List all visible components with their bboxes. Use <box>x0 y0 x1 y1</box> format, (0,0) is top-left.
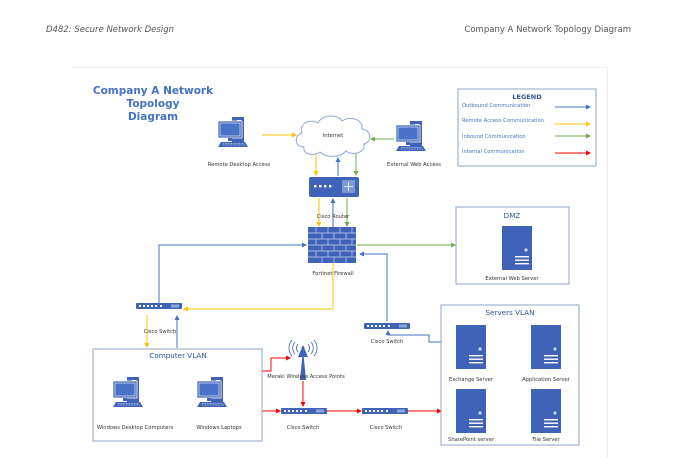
legend-item-outbound: Outbound Communication <box>462 103 530 109</box>
application-server-label: Application Server <box>522 377 571 383</box>
cisco-switch-internal-1-label: Cisco Switch <box>287 425 320 431</box>
internet-node[interactable]: Internet <box>295 115 371 157</box>
switch-icon <box>281 408 327 414</box>
firewall-label: Fortinet Firewall <box>312 271 353 277</box>
cisco-switch-main-label: Cisco Switch <box>144 329 177 335</box>
header-course-title: D482: Secure Network Design <box>46 25 174 35</box>
remote-desktop-label: Remote Desktop Access <box>208 162 271 168</box>
link-server-switch-firewall <box>359 251 388 321</box>
server-icon <box>456 325 486 369</box>
server-icon <box>531 389 561 433</box>
exchange-server-label: Exchange Server <box>449 377 494 383</box>
dmz-zone[interactable]: DMZ External Web Server <box>455 206 570 285</box>
file-server-label: File Server <box>532 437 560 443</box>
firewall-icon <box>308 227 356 263</box>
desktops-label: Windows Desktop Computers <box>97 425 174 431</box>
remote-desktop-node[interactable]: Remote Desktop Access <box>208 116 271 168</box>
link-servers-vlan-switch <box>385 330 442 343</box>
cloud-icon <box>295 115 371 157</box>
file-server-node[interactable]: File Server <box>531 389 561 443</box>
cisco-switch-main-node[interactable]: Cisco Switch <box>136 303 182 335</box>
wireless-access-point-icon <box>288 339 318 380</box>
external-web-access-node[interactable]: External Web Access <box>387 120 441 168</box>
legend-item-remote: Remote Access Communication <box>462 118 544 124</box>
connections <box>144 132 456 414</box>
external-web-access-label: External Web Access <box>387 162 441 168</box>
meraki-node[interactable]: Meraki Wireless Access Points <box>267 339 345 380</box>
firewall-node[interactable]: Fortinet Firewall <box>308 227 356 277</box>
internet-label: Internet <box>323 133 344 139</box>
header-document-title: Company A Network Topology Diagram <box>464 25 631 35</box>
switch-icon <box>362 408 408 414</box>
legend: LEGEND Outbound Communication Remote Acc… <box>457 88 597 167</box>
diagram-frame <box>72 67 608 458</box>
legend-title: LEGEND <box>512 93 542 101</box>
server-icon <box>531 325 561 369</box>
sharepoint-server-node[interactable]: SharePoint server <box>448 389 495 443</box>
exchange-server-node[interactable]: Exchange Server <box>449 325 494 383</box>
link-vlan-meraki <box>262 355 291 372</box>
laptops-node[interactable]: Windows Laptops <box>196 376 242 431</box>
server-icon <box>502 226 532 270</box>
diagram-title-line-3: Diagram <box>128 111 178 123</box>
cisco-switch-servers-node[interactable]: Cisco Switch <box>364 323 410 345</box>
link-firewall-switch <box>183 263 334 312</box>
router-icon <box>309 177 359 197</box>
computer-vlan-title: Computer VLAN <box>149 351 206 360</box>
cisco-switch-internal-2-label: Cisco Switch <box>370 425 403 431</box>
cisco-switch-servers-label: Cisco Switch <box>371 339 404 345</box>
desktops-node[interactable]: Windows Desktop Computers <box>97 376 174 431</box>
link-switch-firewall <box>158 242 307 303</box>
cisco-switch-internal-2-node[interactable]: Cisco Switch <box>362 408 408 431</box>
computer-icon <box>217 116 249 148</box>
computer-icon <box>112 376 144 408</box>
computer-icon <box>395 120 427 152</box>
server-icon <box>456 389 486 433</box>
meraki-label: Meraki Wireless Access Points <box>267 374 345 380</box>
router-label: Cisco Router <box>317 214 350 220</box>
external-web-server-label: External Web Server <box>485 276 539 282</box>
router-node[interactable]: Cisco Router <box>309 177 359 220</box>
switch-icon <box>364 323 410 329</box>
servers-vlan-title: Servers VLAN <box>486 308 535 317</box>
switch-icon <box>136 303 182 309</box>
cisco-switch-internal-1-node[interactable]: Cisco Switch <box>281 408 327 431</box>
diagram-title-line-2: Topology <box>127 98 180 110</box>
servers-vlan-zone[interactable]: Servers VLAN Exchange Server Application… <box>440 304 580 446</box>
laptops-label: Windows Laptops <box>196 425 242 431</box>
legend-item-internal: Internal Communication <box>462 149 525 155</box>
diagram-title-line-1: Company A Network <box>93 85 214 97</box>
legend-item-inbound: Inbound Communication <box>462 134 526 140</box>
sharepoint-server-label: SharePoint server <box>448 437 495 443</box>
computer-icon <box>196 376 228 408</box>
application-server-node[interactable]: Application Server <box>522 325 571 383</box>
computer-vlan-zone[interactable]: Computer VLAN Windows Desktop Computers … <box>92 348 263 442</box>
dmz-title: DMZ <box>504 211 521 220</box>
